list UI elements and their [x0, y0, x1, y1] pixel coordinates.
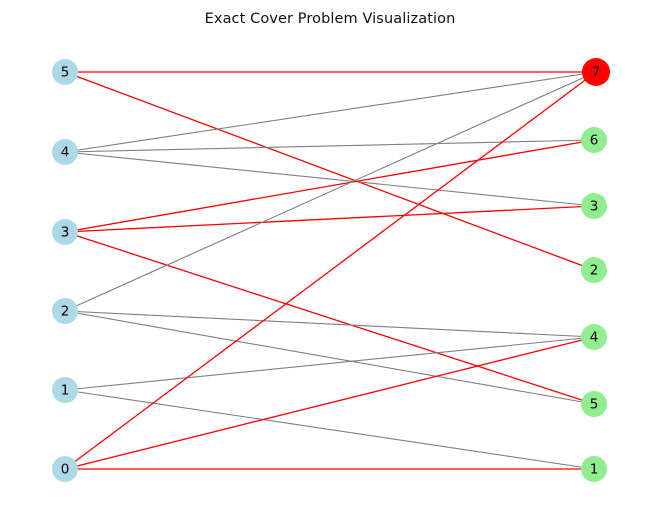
- graph-node-R6[interactable]: 6: [581, 127, 607, 153]
- node-circle-L2[interactable]: [52, 298, 78, 324]
- node-circle-R6[interactable]: [581, 127, 607, 153]
- node-circle-L3[interactable]: [52, 219, 78, 245]
- graph-node-L3[interactable]: 3: [52, 219, 78, 245]
- node-circle-R7[interactable]: [582, 58, 610, 86]
- graph-node-R2[interactable]: 2: [581, 257, 607, 283]
- graph-node-L0[interactable]: 0: [52, 456, 78, 482]
- graph-node-L1[interactable]: 1: [52, 377, 78, 403]
- graph-edge-L4-R6: [64, 139, 595, 153]
- graph-node-R4[interactable]: 4: [581, 324, 607, 350]
- node-circle-R5[interactable]: [581, 391, 607, 417]
- node-circle-L1[interactable]: [52, 377, 78, 403]
- node-circle-R4[interactable]: [581, 324, 607, 350]
- graph-edge-L4-R3: [64, 151, 595, 207]
- node-circle-R2[interactable]: [581, 257, 607, 283]
- graph-edge-L3-R5: [64, 231, 595, 405]
- graph-edge-L3-R6: [64, 139, 595, 233]
- node-circle-L5[interactable]: [52, 59, 78, 85]
- graph-edge-L2-R4: [64, 310, 595, 338]
- graph-edge-L0-R7: [64, 71, 597, 470]
- graph-node-L2[interactable]: 2: [52, 298, 78, 324]
- node-circle-R3[interactable]: [581, 193, 607, 219]
- graph-edge-L2-R5: [64, 310, 595, 405]
- page-title: Exact Cover Problem Visualization: [204, 11, 456, 27]
- graph-edge-L4-R7: [64, 71, 597, 153]
- graph-edge-L5-R2: [64, 71, 595, 271]
- graph-node-L5[interactable]: 5: [52, 59, 78, 85]
- graph-edge-L1-R4: [64, 336, 595, 391]
- node-circle-R1[interactable]: [581, 456, 607, 482]
- node-circle-L4[interactable]: [52, 139, 78, 165]
- graph-node-R3[interactable]: 3: [581, 193, 607, 219]
- graph-node-R5[interactable]: 5: [581, 391, 607, 417]
- graph-edge-L3-R3: [64, 205, 595, 233]
- graph-node-L4[interactable]: 4: [52, 139, 78, 165]
- graph-edge-L0-R4: [64, 336, 595, 470]
- graph-node-R7[interactable]: 7: [582, 58, 610, 86]
- edge-layer: [64, 71, 597, 470]
- graph-edge-L1-R1: [64, 389, 595, 470]
- graph-edge-L2-R7: [64, 71, 597, 312]
- graph-node-R1[interactable]: 1: [581, 456, 607, 482]
- node-circle-L0[interactable]: [52, 456, 78, 482]
